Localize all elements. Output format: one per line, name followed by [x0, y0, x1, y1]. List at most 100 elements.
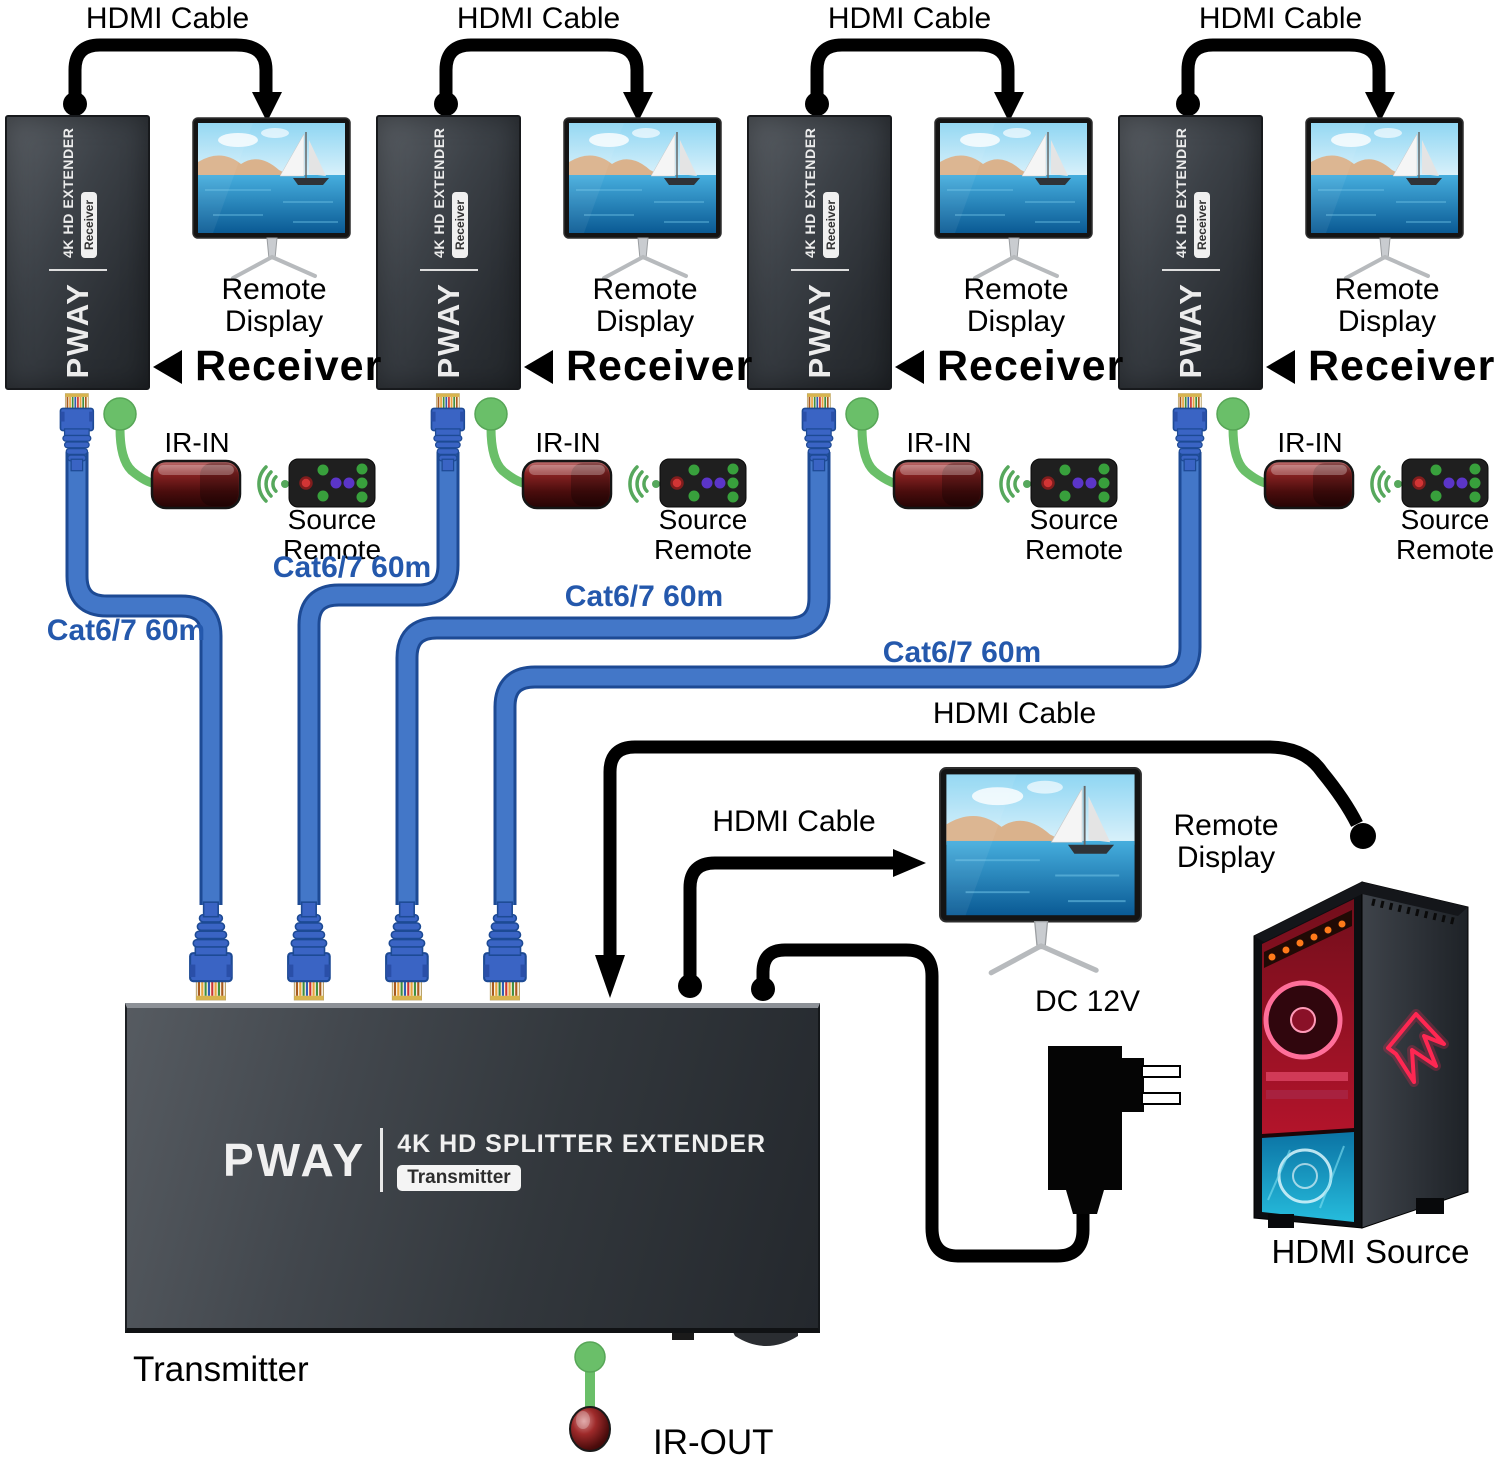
receiver-device-label: PWAY 4K HD EXTENDER Receiver [18, 127, 138, 379]
label-line: Remote [1024, 533, 1124, 565]
center-remote-display-monitor [940, 768, 1141, 973]
hdmi-cable-label: HDMI Cable [827, 2, 992, 35]
source-remote-label: Source Remote [1012, 505, 1136, 565]
label-line: Source [1400, 504, 1490, 535]
logo-divider [419, 268, 478, 271]
hdmi-cable-label: HDMI Cable [85, 2, 250, 35]
ir-in-label: IR-IN [906, 427, 972, 458]
label-line: Remote [963, 273, 1069, 306]
ir-in-label: IR-IN [1277, 427, 1343, 458]
label-line: Remote [1173, 809, 1279, 842]
transmitter-switch [672, 1330, 694, 1340]
hdmi-cable-display-line [678, 849, 926, 998]
cat6-cable-2 [297, 452, 460, 905]
receiver-device-3: PWAY 4K HD EXTENDER Receiver [747, 115, 892, 390]
hdmi-source-pc [1253, 881, 1469, 1229]
logo-divider [790, 268, 849, 271]
label-line: Source [287, 504, 377, 535]
cat6-cable-1 [65, 452, 223, 905]
hdmi-cable-label: HDMI Cable [456, 2, 621, 35]
remote-display-label: Remote Display [1311, 273, 1463, 339]
label-line: Remote [1334, 273, 1440, 306]
ir-out-emitter [569, 1341, 611, 1452]
transmitter-device-label: PWAY 4K HD SPLITTER EXTENDER Transmitter [223, 1128, 766, 1192]
remote-display-label: Remote Display [569, 273, 721, 339]
dc-power-adapter [1048, 1046, 1181, 1214]
receiver-device-label: PWAY 4K HD EXTENDER Receiver [389, 127, 509, 379]
receiver-device-1: PWAY 4K HD EXTENDER Receiver [5, 115, 150, 390]
label-line: Remote [653, 533, 753, 565]
brand-logo: PWAY [801, 281, 837, 378]
caption-text: Receiver [195, 342, 383, 390]
power-cable-line [751, 943, 1090, 1263]
ir-out-label: IR-OUT [653, 1423, 774, 1459]
device-badge: Transmitter [397, 1164, 521, 1191]
hdmi-cable-label: HDMI Cable [1198, 2, 1363, 35]
receiver-caption: Receiver [1266, 342, 1495, 391]
hdmi-cable-label: HDMI Cable [932, 697, 1097, 730]
source-remote-label: Source Remote [641, 505, 765, 565]
ir-in-label: IR-IN [535, 427, 601, 458]
logo-divider [380, 1128, 384, 1192]
left-arrow-icon [1266, 349, 1295, 384]
caption-text: Receiver [566, 342, 754, 390]
device-name: 4K HD EXTENDER [430, 127, 446, 258]
label-line: Remote [282, 533, 382, 565]
receiver-device-label: PWAY 4K HD EXTENDER Receiver [760, 127, 880, 379]
left-arrow-icon [153, 349, 182, 384]
hdmi-cable-source-line [595, 740, 1376, 998]
cat6-length-label: Cat6/7 60m [882, 636, 1042, 669]
brand-logo: PWAY [1172, 281, 1208, 378]
brand-logo: PWAY [59, 281, 95, 378]
device-badge: Receiver [1193, 191, 1209, 258]
device-name: 4K HD SPLITTER EXTENDER [397, 1129, 767, 1158]
receiver-device-2: PWAY 4K HD EXTENDER Receiver [376, 115, 521, 390]
receiver-device-4: PWAY 4K HD EXTENDER Receiver [1118, 115, 1263, 390]
receiver-caption: Receiver [895, 342, 1124, 391]
device-badge: Receiver [451, 191, 467, 258]
transmitter-caption: Transmitter [133, 1350, 309, 1389]
logo-divider [1161, 268, 1220, 271]
device-name: 4K HD EXTENDER [801, 127, 817, 258]
source-remote-label: Source Remote [270, 505, 394, 565]
cat6-cable-4 [493, 452, 1202, 905]
transmitter-device: PWAY 4K HD SPLITTER EXTENDER Transmitter [125, 1003, 820, 1333]
label-line: Remote [592, 273, 698, 306]
receiver-caption: Receiver [153, 342, 382, 391]
ir-in-label: IR-IN [164, 427, 230, 458]
rj45-connector-icon [287, 901, 331, 1001]
label-line: Display [595, 305, 695, 339]
label-line: Display [1337, 305, 1437, 339]
caption-text: Receiver [937, 342, 1125, 390]
rj45-connector-icon [385, 901, 429, 1001]
cat6-length-label: Cat6/7 60m [46, 614, 206, 647]
remote-display-label: Remote Display [198, 273, 350, 339]
label-line: Display [966, 305, 1066, 339]
label-line: Remote [221, 273, 327, 306]
left-arrow-icon [895, 349, 924, 384]
device-badge: Receiver [822, 191, 838, 258]
remote-display-label: Remote Display [940, 273, 1092, 339]
caption-text: Receiver [1308, 342, 1496, 390]
source-remote-label: Source Remote [1383, 505, 1500, 565]
logo-divider [48, 268, 107, 271]
cat6-length-label: Cat6/7 60m [564, 580, 724, 613]
pc-falcon-logo-icon [1386, 1012, 1446, 1084]
dc-power-label: DC 12V [1034, 985, 1141, 1018]
label-line: Display [1176, 841, 1276, 875]
device-badge: Receiver [80, 191, 96, 258]
label-line: Display [224, 305, 324, 339]
label-line: Remote [1395, 533, 1495, 565]
hdmi-source-label: HDMI Source [1271, 1233, 1470, 1270]
transmitter-foot [732, 1330, 798, 1346]
brand-logo: PWAY [430, 281, 466, 378]
cat6-length-label: Cat6/7 60m [272, 551, 432, 584]
brand-logo: PWAY [222, 1134, 367, 1186]
remote-display-label: Remote Display [1156, 809, 1296, 875]
rj45-connector-icon [189, 901, 233, 1001]
rj45-connector-icon [483, 901, 527, 1001]
receiver-caption: Receiver [524, 342, 753, 391]
hdmi-cable-label: HDMI Cable [712, 805, 876, 838]
receiver-device-label: PWAY 4K HD EXTENDER Receiver [1131, 127, 1251, 379]
